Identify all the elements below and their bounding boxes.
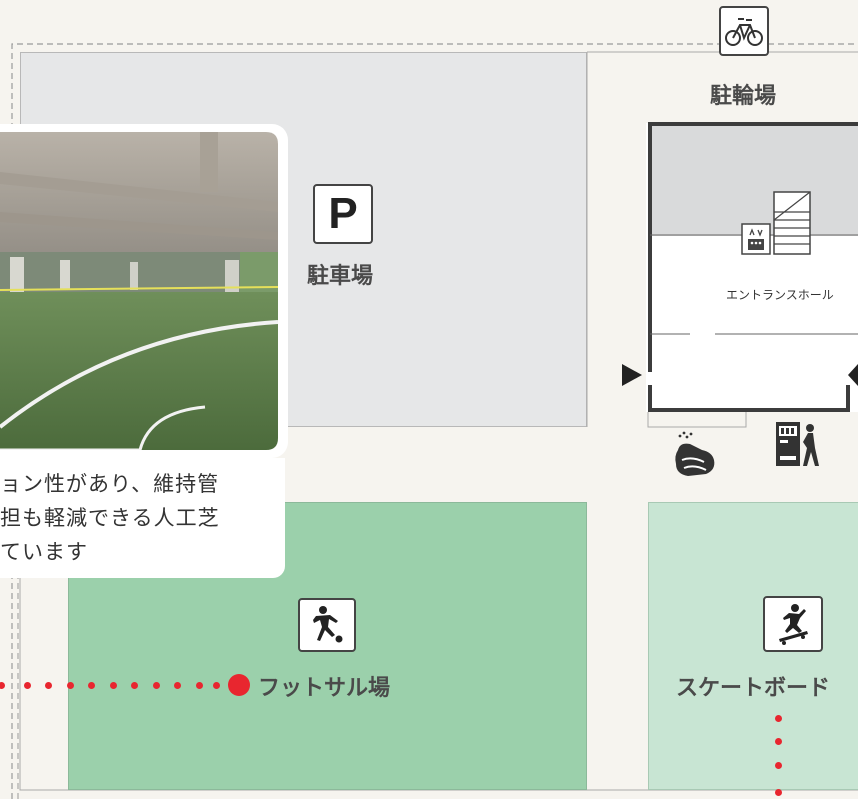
route-dot (110, 682, 117, 689)
entrance-hall-label: エントランスホール (726, 288, 834, 302)
parking-icon: P (328, 189, 358, 238)
skateboarder-icon (779, 604, 808, 645)
futsal-label: フットサル場 (258, 676, 391, 701)
route-dot (88, 682, 95, 689)
entrance-arrow-right-icon (848, 364, 858, 386)
route-dot (213, 682, 220, 689)
route-dot (131, 682, 138, 689)
parking-sign: P (313, 184, 373, 244)
parking-label: 駐車場 (307, 264, 374, 289)
route-dot (45, 682, 52, 689)
entrance-arrow-icon (622, 364, 642, 386)
route-dot (196, 682, 203, 689)
skateboard-sign (763, 596, 823, 652)
route-dot (67, 682, 74, 689)
futsal-field-photo (0, 132, 278, 450)
elevator-icon (741, 223, 771, 255)
building-upper-room (650, 125, 858, 236)
route-dot (775, 762, 782, 769)
vending-machine-icon (776, 422, 819, 466)
futsal-sign (298, 598, 356, 652)
route-dot (775, 738, 782, 745)
soccer-player-icon (313, 606, 343, 643)
route-dot (0, 682, 5, 689)
route-endpoint (228, 674, 250, 696)
route-dot (153, 682, 160, 689)
photo-caption-line-3: ています (0, 540, 88, 564)
skateboard-zone (648, 502, 858, 790)
route-dot (775, 789, 782, 796)
photo-caption-card: ョン性があり、維持管 担も軽減できる人工芝 ています (0, 458, 285, 578)
bicycle-parking-label: 駐輪場 (710, 84, 777, 109)
route-dot (174, 682, 181, 689)
skateboard-label: スケートボード (676, 676, 831, 701)
bicycle-parking-sign (719, 6, 769, 56)
bicycle-icon (725, 18, 763, 46)
stairs-icon (773, 191, 811, 255)
photo-caption-line-1: ョン性があり、維持管 (0, 472, 220, 496)
route-dot (24, 682, 31, 689)
handwash-icon (675, 431, 715, 476)
route-dot (775, 715, 782, 722)
photo-card (0, 124, 288, 458)
photo-caption-line-2: 担も軽減できる人工芝 (0, 506, 220, 530)
